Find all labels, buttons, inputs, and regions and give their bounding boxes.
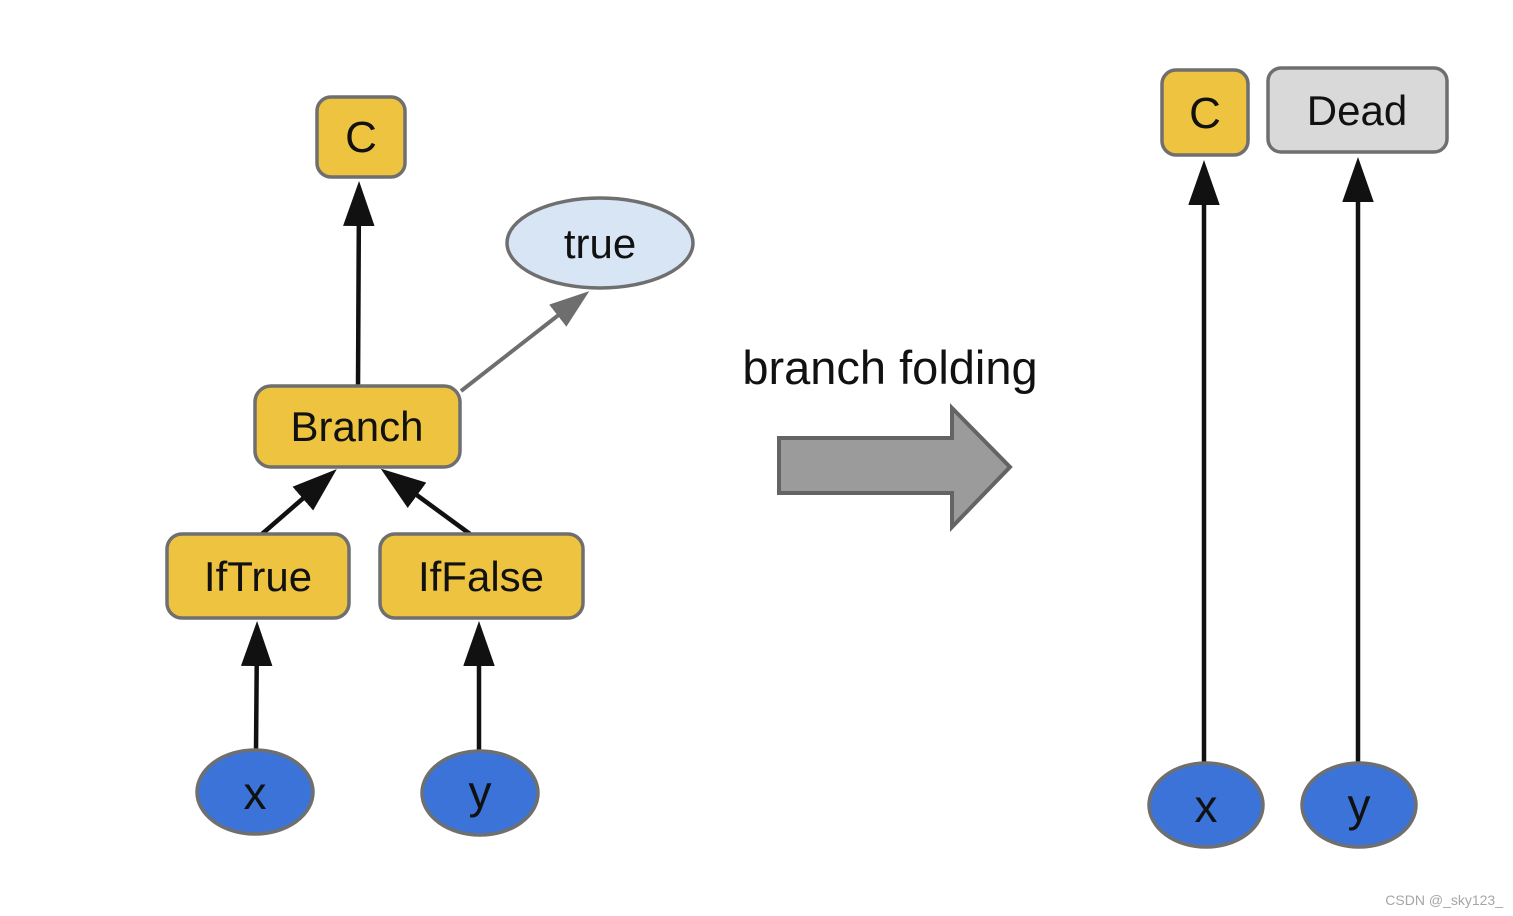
block-arrow-icon bbox=[777, 403, 1013, 532]
transform-label: branch folding bbox=[742, 341, 1037, 394]
node-c-after-label: C bbox=[1189, 89, 1221, 138]
node-x-after: x bbox=[1147, 761, 1265, 849]
edge-branch-to-true bbox=[459, 291, 590, 393]
node-iftrue: IfTrue bbox=[165, 532, 351, 620]
node-y-after: y bbox=[1300, 761, 1418, 849]
node-y-label: y bbox=[469, 766, 492, 818]
node-y-after-label: y bbox=[1348, 779, 1371, 831]
node-c-label: C bbox=[345, 113, 377, 162]
node-c-box bbox=[315, 95, 407, 179]
after-graph: C Dead x y bbox=[1147, 66, 1449, 849]
node-x-ellipse bbox=[195, 748, 315, 836]
transform-section: branch folding bbox=[742, 341, 1038, 532]
node-true: true bbox=[505, 196, 695, 290]
node-x-label: x bbox=[244, 767, 267, 819]
node-iffalse: IfFalse bbox=[378, 532, 585, 620]
edge-branch-to-c bbox=[343, 181, 375, 388]
before-graph: C true Branch IfTrue IfFalse x bbox=[165, 95, 695, 837]
node-c-after-box bbox=[1160, 68, 1250, 157]
node-iftrue-label: IfTrue bbox=[204, 553, 312, 600]
node-dead-box bbox=[1266, 66, 1449, 154]
node-y: y bbox=[420, 749, 540, 837]
node-iffalse-box bbox=[378, 532, 585, 620]
node-dead-label: Dead bbox=[1307, 87, 1407, 134]
node-true-label: true bbox=[564, 220, 636, 267]
node-x: x bbox=[195, 748, 315, 836]
node-x-after-label: x bbox=[1195, 780, 1218, 832]
node-c: C bbox=[315, 95, 407, 179]
node-branch-box bbox=[253, 384, 462, 469]
watermark: CSDN @_sky123_ bbox=[1385, 892, 1503, 908]
node-branch-label: Branch bbox=[290, 403, 423, 450]
node-c-after: C bbox=[1160, 68, 1250, 157]
edge-iffalse-to-branch bbox=[380, 468, 472, 536]
node-x-after-ellipse bbox=[1147, 761, 1265, 849]
node-true-ellipse bbox=[505, 196, 695, 290]
edge-x-to-iftrue bbox=[240, 621, 273, 753]
node-y-ellipse bbox=[420, 749, 540, 837]
edge-iftrue-to-branch bbox=[260, 469, 337, 536]
node-iffalse-label: IfFalse bbox=[418, 553, 544, 600]
node-y-after-ellipse bbox=[1300, 761, 1418, 849]
node-dead: Dead bbox=[1266, 66, 1449, 154]
node-branch: Branch bbox=[253, 384, 462, 469]
node-iftrue-box bbox=[165, 532, 351, 620]
